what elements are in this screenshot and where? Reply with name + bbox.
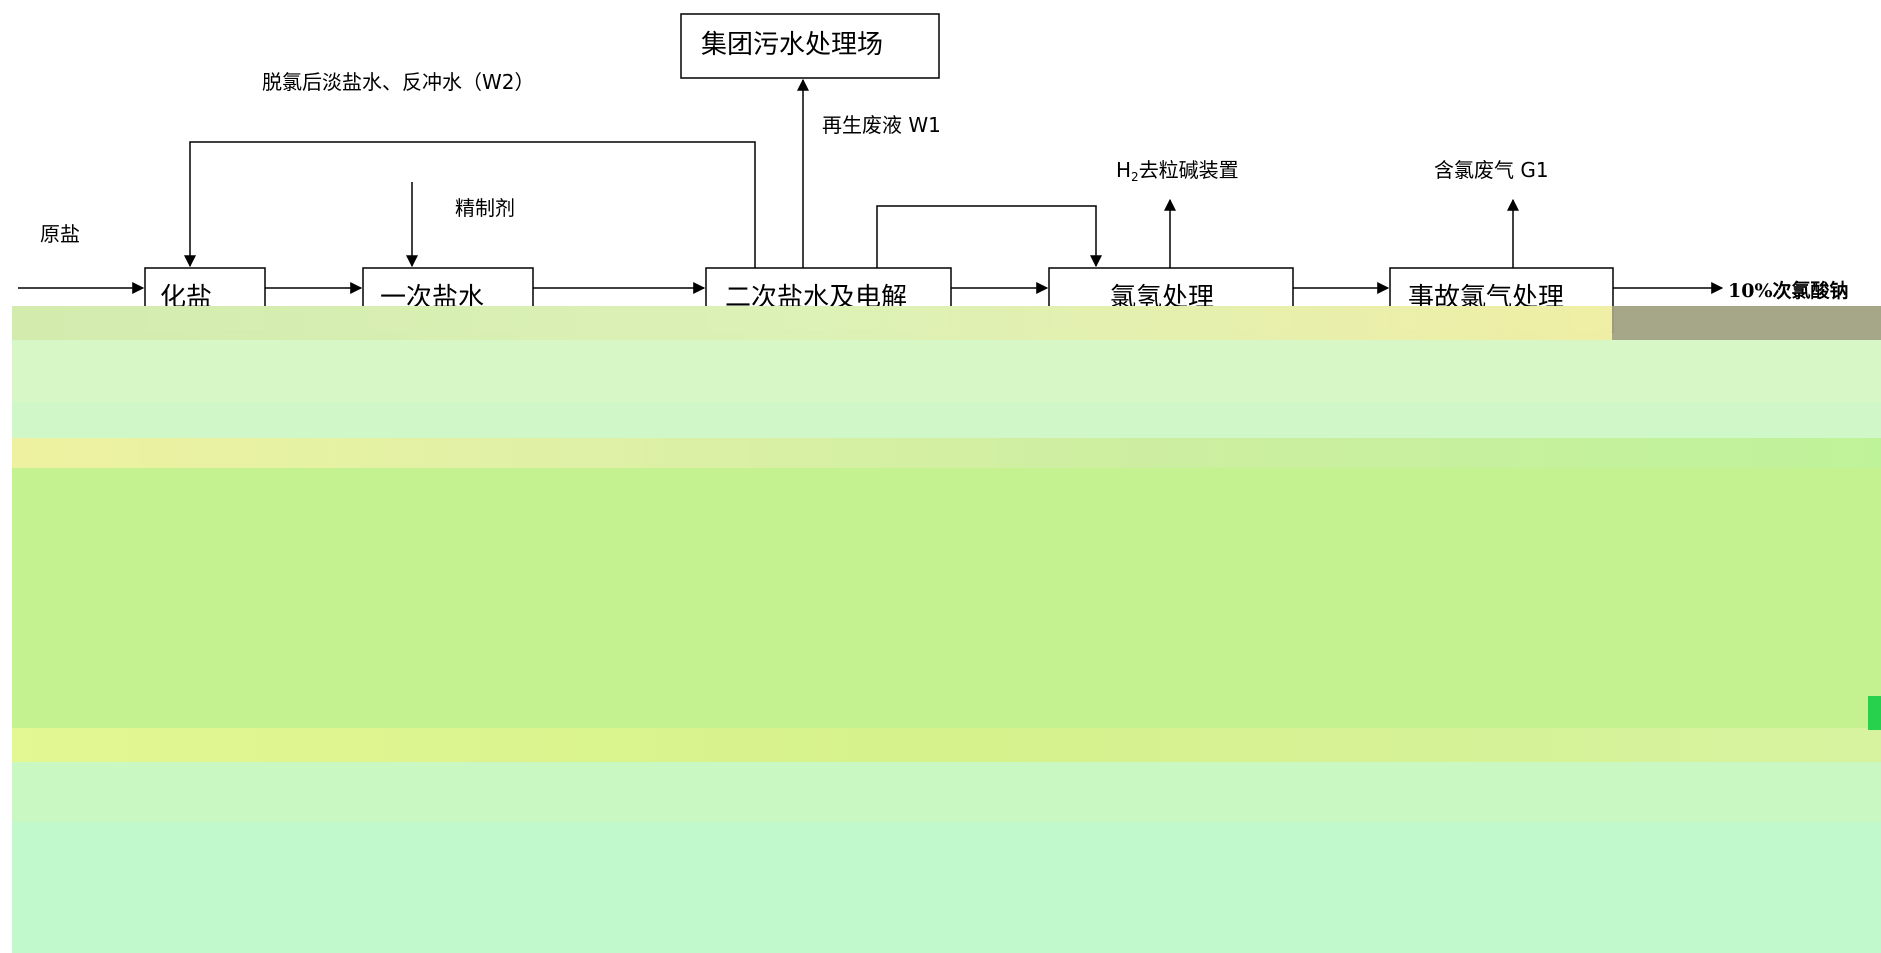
top-loop-label: 脱氯后淡盐水、反冲水（W2） xyxy=(262,70,535,94)
render-artifact-band xyxy=(1868,696,1881,730)
cl-h2-loop xyxy=(876,205,1102,268)
product-label: 10%次氯酸钠 xyxy=(1728,280,1849,302)
offgas-label: 含氯废气 G1 xyxy=(1434,158,1549,182)
refining-agent-label: 精制剂 xyxy=(455,196,515,220)
render-artifact-band xyxy=(12,762,1881,822)
render-artifact-overlay xyxy=(12,306,1612,340)
render-artifact-band xyxy=(12,728,1881,762)
render-artifact-band xyxy=(12,468,1881,728)
w1-label: 再生废液 W1 xyxy=(822,113,941,137)
render-artifact-band xyxy=(12,402,1881,438)
wastewater-plant-label: 集团污水处理场 xyxy=(701,30,884,60)
render-artifact-band xyxy=(12,822,1881,953)
h2-label-suffix: 去粒碱装置 xyxy=(1138,158,1239,182)
h2-label-prefix: H xyxy=(1116,158,1132,182)
h2-label: H2去粒碱装置 xyxy=(1116,158,1239,184)
render-artifact-band xyxy=(12,340,1881,402)
input-label: 原盐 xyxy=(40,222,80,246)
render-artifact-band xyxy=(12,438,1881,468)
recycle-loop-w2 xyxy=(184,141,756,268)
wastewater-plant-box xyxy=(680,13,940,79)
